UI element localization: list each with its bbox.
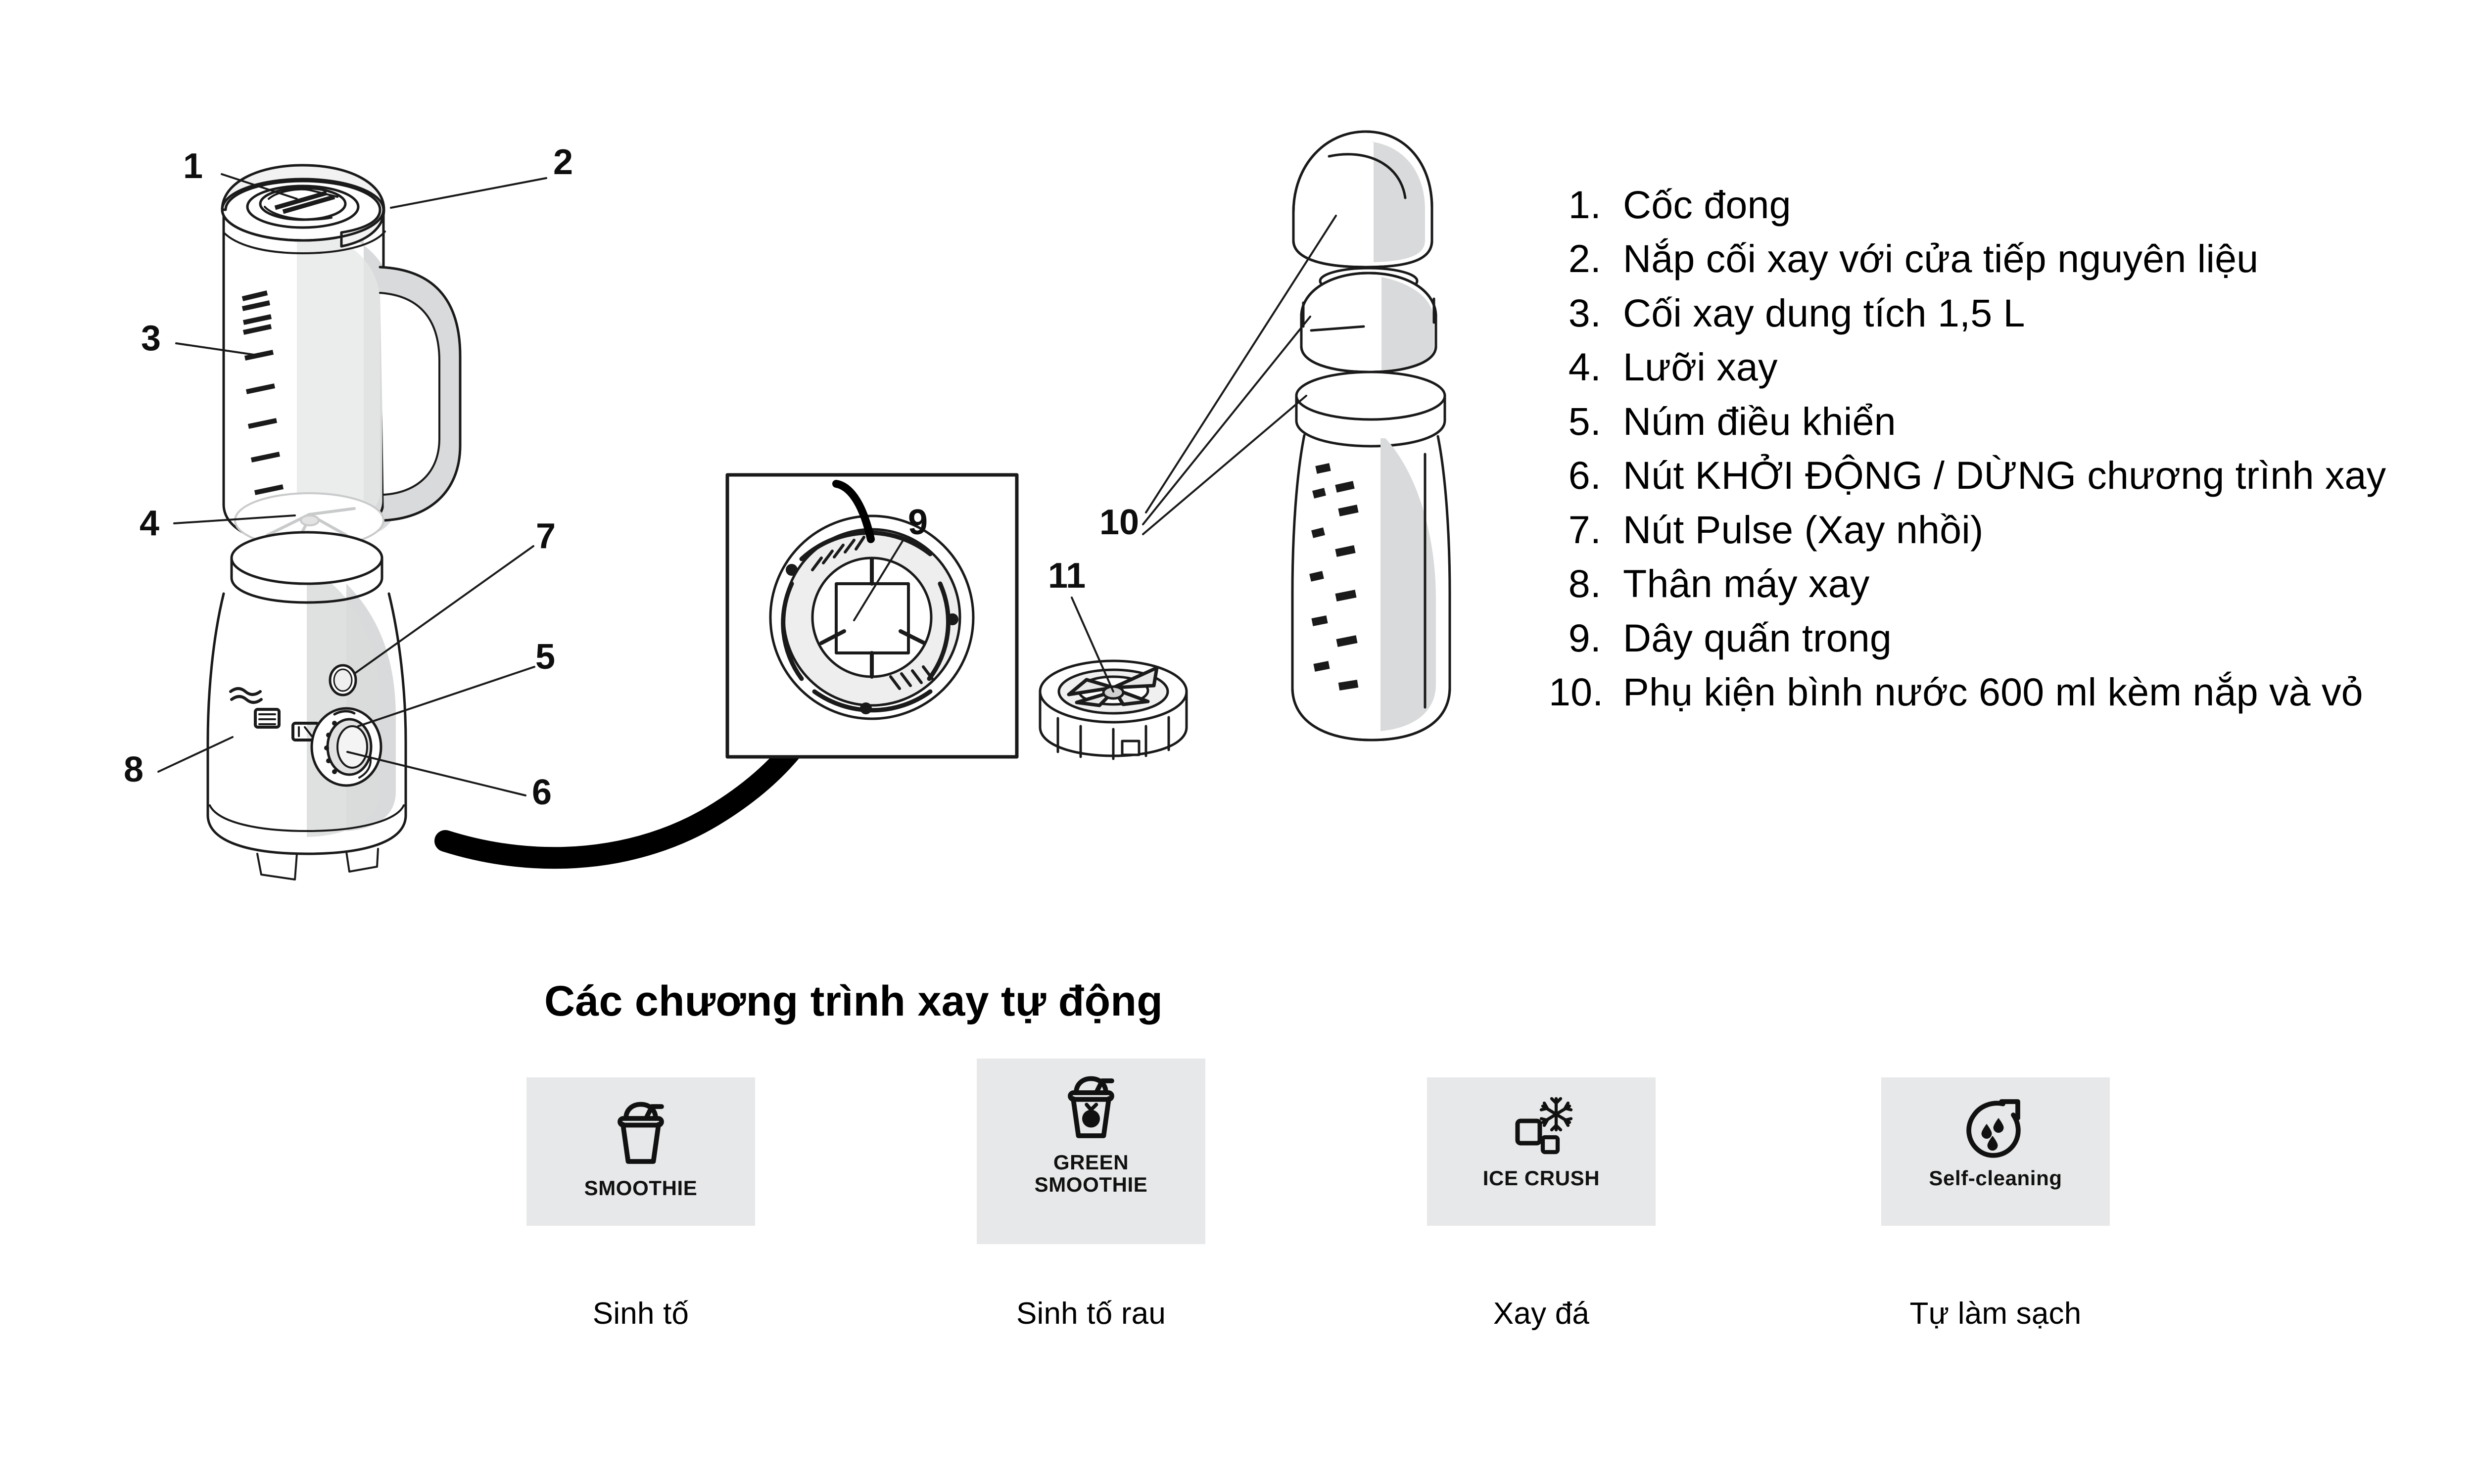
list-item: 6. Nút KHỞI ĐỘNG / DỪNG chương trình xay xyxy=(1549,453,2474,498)
list-item-label: Núm điều khiển xyxy=(1623,399,1896,443)
list-item-label: Nút KHỞI ĐỘNG / DỪNG chương trình xay xyxy=(1623,453,2386,498)
callout-number: 9 xyxy=(908,503,928,542)
page-title: Các chương trình xay tự động xyxy=(544,977,1163,1025)
program-caption: Xay đá xyxy=(1493,1297,1590,1331)
program-tile[interactable]: Self-cleaning xyxy=(1881,1077,2110,1226)
list-item: 4. Lưỡi xay xyxy=(1549,345,2474,389)
program-tile[interactable]: ICE CRUSH xyxy=(1427,1077,1656,1226)
blender-motor-body-illustration xyxy=(206,531,407,881)
program-tile-label: Self-cleaning xyxy=(1929,1166,2062,1190)
list-item-number: 8. xyxy=(1568,561,1601,606)
callout-number: 10 xyxy=(1099,503,1140,542)
list-item-label: Dây quấn trong xyxy=(1623,615,1892,660)
list-item: 8. Thân máy xay xyxy=(1549,561,2474,606)
ice-crush-snowflake-icon xyxy=(1504,1096,1578,1160)
program-caption: Sinh tố rau xyxy=(1016,1297,1166,1331)
callout-number: 6 xyxy=(532,773,552,812)
green-smoothie-cup-icon xyxy=(1054,1070,1128,1145)
program-caption: Sinh tố xyxy=(592,1297,689,1331)
parts-list: 1. Cốc đong 2. Nắp cối xay với cửa tiếp … xyxy=(1549,183,2474,725)
cord-storage-inset xyxy=(725,473,1019,759)
list-item-label: Cốc đong xyxy=(1623,183,1791,227)
auto-programs-row: SMOOTHIE Sinh tố G xyxy=(524,1054,2207,1420)
self-cleaning-droplet-icon xyxy=(1958,1096,2033,1160)
smoothie-cup-icon xyxy=(604,1096,678,1170)
bottle-accessory-illustration xyxy=(1291,130,1451,742)
list-item-label: Nút Pulse (Xay nhồi) xyxy=(1623,507,1984,552)
program-tile-label: SMOOTHIE xyxy=(584,1176,698,1200)
program-smoothie[interactable]: SMOOTHIE Sinh tố xyxy=(524,1077,757,1331)
list-item-number: 7. xyxy=(1568,507,1601,552)
list-item: 1. Cốc đong xyxy=(1549,183,2474,227)
list-item-number: 2. xyxy=(1568,236,1601,281)
list-item-number: 4. xyxy=(1568,345,1601,389)
blender-jug-illustration xyxy=(221,164,462,549)
callout-number: 3 xyxy=(141,319,161,358)
list-item: 2. Nắp cối xay với cửa tiếp nguyên liệu xyxy=(1549,236,2474,281)
program-tile[interactable]: SMOOTHIE xyxy=(526,1077,755,1226)
list-item: 10. Phụ kiện bình nước 600 ml kèm nắp và… xyxy=(1549,670,2474,714)
list-item-number: 1. xyxy=(1568,183,1601,227)
program-green-smoothie[interactable]: GREEN SMOOTHIE Sinh tố rau xyxy=(975,1059,1207,1331)
blender-parts-illustration xyxy=(157,130,1451,881)
list-item-number: 5. xyxy=(1568,399,1601,443)
list-item: 9. Dây quấn trong xyxy=(1549,616,2474,660)
callout-number: 5 xyxy=(535,637,556,677)
list-item-label: Phụ kiện bình nước 600 ml kèm nắp và vỏ xyxy=(1623,670,2363,714)
list-item: 7. Nút Pulse (Xay nhồi) xyxy=(1549,508,2474,552)
callout-number: 7 xyxy=(536,516,556,556)
program-ice-crush[interactable]: ICE CRUSH Xay đá xyxy=(1425,1077,1658,1331)
list-item-number: 3. xyxy=(1568,290,1601,335)
list-item-number: 10. xyxy=(1549,670,1604,714)
program-tile-label: GREEN SMOOTHIE xyxy=(1034,1151,1148,1196)
callout-number: 11 xyxy=(1048,556,1086,596)
list-item: 5. Núm điều khiển xyxy=(1549,399,2474,443)
callout-number: 8 xyxy=(124,750,144,789)
list-item-label: Nắp cối xay với cửa tiếp nguyên liệu xyxy=(1623,236,2259,281)
list-item-number: 6. xyxy=(1568,453,1601,498)
list-item-number: 9. xyxy=(1568,615,1601,660)
program-tile-label: ICE CRUSH xyxy=(1482,1166,1600,1190)
blade-unit-illustration xyxy=(1039,597,1188,760)
callout-leader-lines xyxy=(157,173,1337,796)
callout-number: 4 xyxy=(140,504,160,543)
program-self-cleaning[interactable]: Self-cleaning Tự làm sạch xyxy=(1879,1077,2112,1331)
program-tile[interactable]: GREEN SMOOTHIE xyxy=(977,1059,1205,1244)
program-caption: Tự làm sạch xyxy=(1909,1297,2082,1331)
list-item-label: Lưỡi xay xyxy=(1623,345,1778,389)
callout-number: 2 xyxy=(553,142,573,182)
callout-number: 1 xyxy=(183,146,203,186)
list-item-label: Thân máy xay xyxy=(1623,561,1870,606)
list-item: 3. Cối xay dung tích 1,5 L xyxy=(1549,291,2474,335)
list-item-label: Cối xay dung tích 1,5 L xyxy=(1623,290,2025,335)
